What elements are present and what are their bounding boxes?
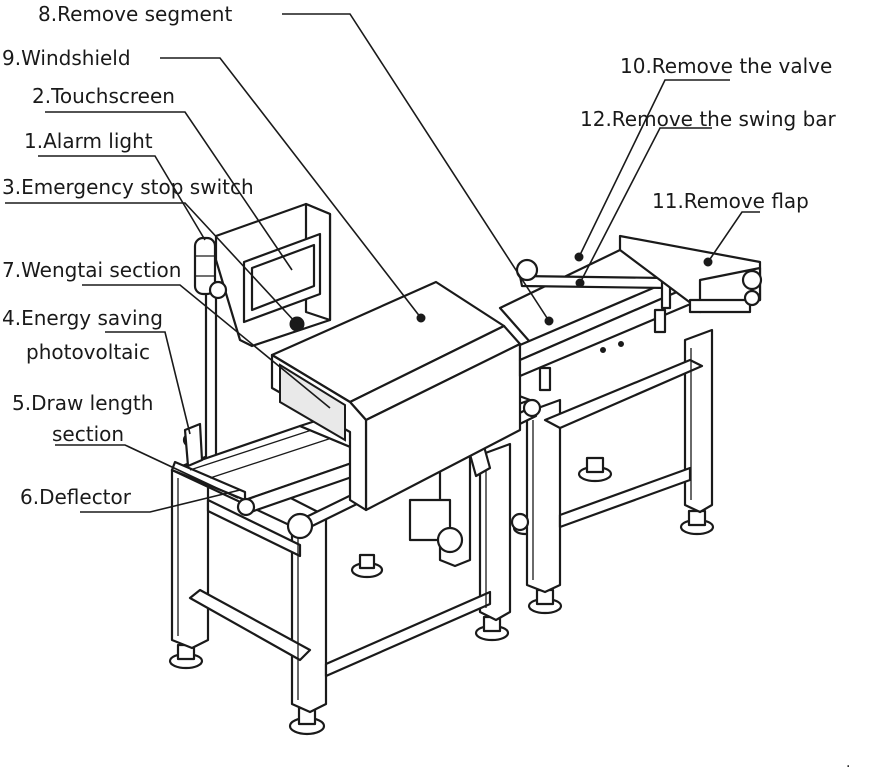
right-frame xyxy=(525,328,714,594)
label-energy-saving-line1: 4.Energy saving xyxy=(2,306,163,330)
windshield-housing xyxy=(270,280,522,512)
label-remove-the-swing-bar: 12.Remove the swing bar xyxy=(580,107,837,131)
label-windshield: 9.Windshield xyxy=(2,46,131,70)
leader-energy-saving xyxy=(105,331,191,435)
label-touchscreen: 2.Touchscreen xyxy=(32,84,175,108)
callout-labels: 8.Remove segment 9.Windshield 2.Touchscr… xyxy=(2,2,850,772)
label-alarm-light: 1.Alarm light xyxy=(24,129,153,153)
leader-wengtai-section xyxy=(82,284,331,409)
label-wengtai-section: 7.Wengtai section xyxy=(2,258,181,282)
leader-emergency-stop xyxy=(5,202,298,325)
leader-alarm-light xyxy=(38,155,206,241)
leader-windshield xyxy=(160,57,422,319)
label-emergency-stop-switch: 3.Emergency stop switch xyxy=(2,175,254,199)
leader-remove-flap xyxy=(707,211,760,263)
infeed-conveyor xyxy=(170,422,374,517)
checkweigher-machine xyxy=(168,202,763,736)
leader-remove-valve xyxy=(578,79,730,258)
leader-swing-bar xyxy=(579,127,712,284)
label-draw-length-line2: section xyxy=(52,422,124,446)
label-deflector: 6.Deflector xyxy=(20,485,132,509)
label-remove-segment: 8.Remove segment xyxy=(38,2,232,26)
label-energy-saving-line2: photovoltaic xyxy=(26,340,150,364)
leader-draw-length xyxy=(55,444,239,499)
leader-deflector xyxy=(80,489,241,513)
swing-bar xyxy=(515,258,672,310)
label-remove-flap: 11.Remove flap xyxy=(652,189,809,213)
label-draw-length-line1: 5.Draw length xyxy=(12,391,153,415)
leader-remove-segment xyxy=(282,13,550,322)
machine-feet xyxy=(168,456,715,736)
control-column xyxy=(204,202,332,467)
leader-touchscreen xyxy=(45,111,293,271)
alarm-light-beacon xyxy=(193,236,228,300)
label-remove-the-valve: 10.Remove the valve xyxy=(620,54,832,78)
footer-mark: · xyxy=(846,759,850,772)
leader-lines xyxy=(5,13,760,513)
